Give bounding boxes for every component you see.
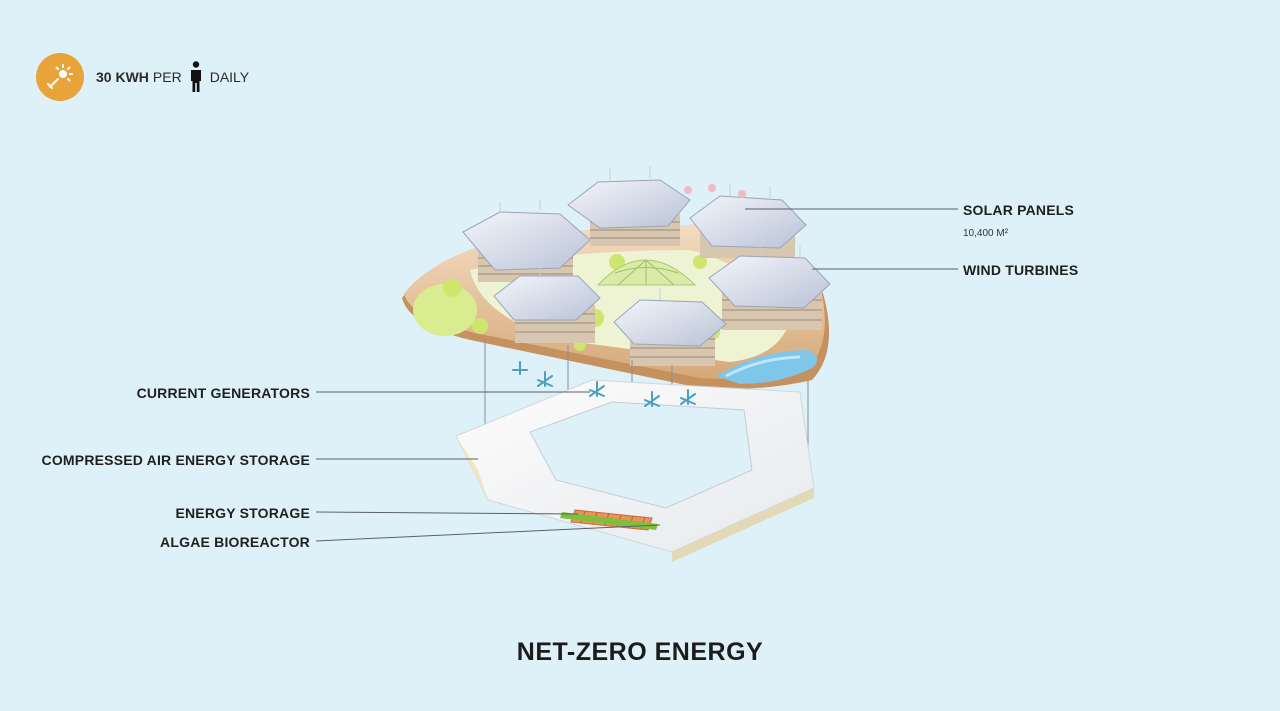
per-label: PER [152, 69, 182, 85]
solar-towers [462, 179, 831, 366]
compressed-air-ring [455, 379, 815, 562]
leader-lines [315, 208, 958, 542]
label-energy-storage: ENERGY STORAGE [175, 505, 310, 521]
energy-per-person: 30 KWH PER DAILY [96, 61, 249, 93]
person-icon [190, 61, 202, 93]
energy-value: 30 KWH [96, 69, 149, 85]
label-solar-panels: SOLAR PANELS [963, 202, 1075, 218]
wind-turbines [499, 166, 801, 300]
algae-bioreactor-strip [560, 512, 658, 530]
label-compressed-air-storage: COMPRESSED AIR ENERGY STORAGE [41, 452, 310, 468]
period-label: DAILY [209, 69, 250, 85]
label-algae-bioreactor: ALGAE BIOREACTOR [160, 534, 310, 550]
central-dome [596, 259, 697, 286]
pink-blossoms [684, 184, 746, 198]
current-generators [512, 361, 696, 407]
solar-energy-icon [36, 53, 84, 101]
label-current-generators: CURRENT GENERATORS [136, 385, 310, 401]
label-solar-area: 10,400 M² [963, 228, 1009, 239]
label-wind-turbines: WIND TURBINES [963, 262, 1079, 278]
pool [716, 350, 818, 384]
page-title: NET-ZERO ENERGY [516, 638, 764, 666]
daily-energy-stat: 30 KWH PER DAILY [36, 53, 249, 101]
